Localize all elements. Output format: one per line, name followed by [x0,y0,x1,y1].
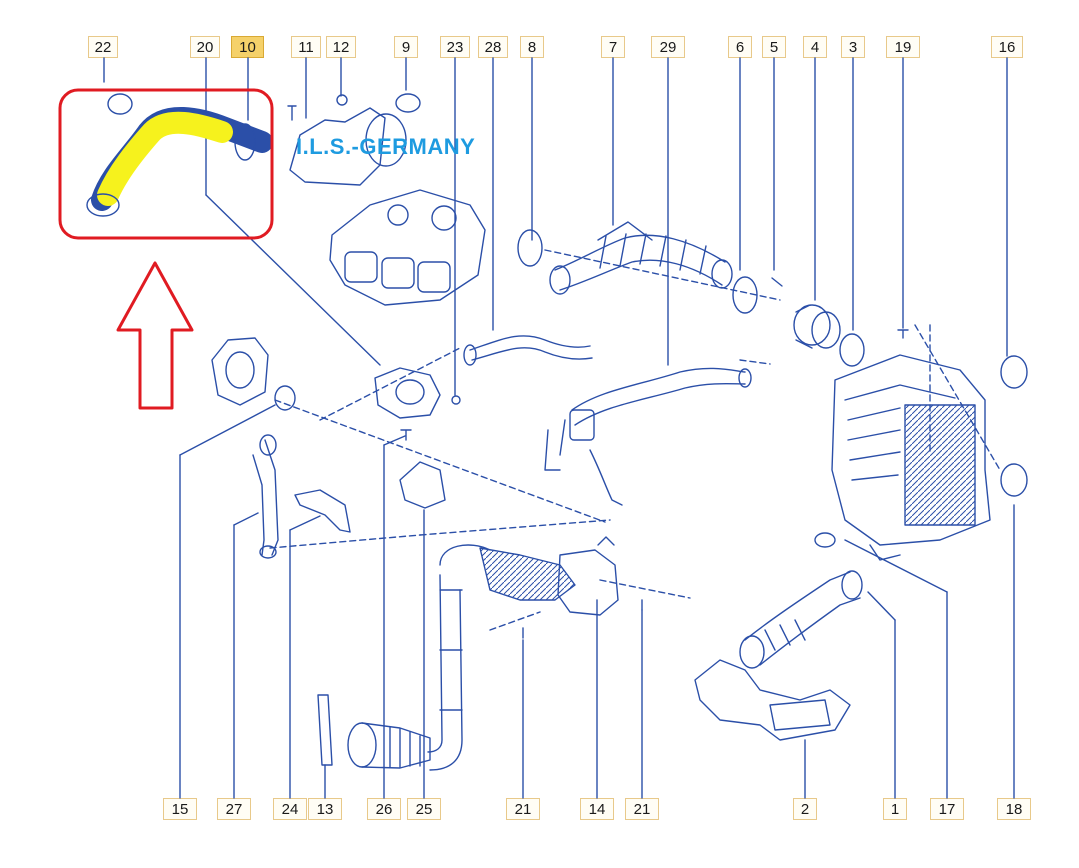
part-13-clamp[interactable] [317,694,333,766]
leader-lines [103,57,1015,799]
part-label-15[interactable]: 15 [163,798,197,820]
part-26-bolt[interactable] [400,429,412,441]
watermark-text: I.L.S.-GERMANY [296,134,476,159]
part-20-egr-valve[interactable] [374,367,441,419]
part-label-16[interactable]: 16 [991,36,1023,58]
part-18-plug[interactable] [1000,463,1028,497]
part-label-8[interactable]: 8 [520,36,544,58]
part-25-heat-shield[interactable] [399,461,446,509]
callout-arrow-icon [116,261,194,410]
part-29-egr-pipe[interactable] [544,367,752,506]
part-label-23[interactable]: 23 [440,36,470,58]
part-label-21-left[interactable]: 21 [506,798,540,820]
part-label-20[interactable]: 20 [190,36,220,58]
part-label-5[interactable]: 5 [762,36,786,58]
assembly-lines [269,249,1001,631]
part-label-10[interactable]: 10 [231,36,264,58]
part-27-pipe[interactable] [252,434,279,559]
part-16-plug[interactable] [1000,355,1028,389]
part-label-13[interactable]: 13 [308,798,342,820]
part-1-hose[interactable] [739,570,863,669]
highlight-callout-frame [58,88,274,240]
part-2-air-duct[interactable] [694,659,851,741]
part-19-screw[interactable] [897,329,909,339]
part-4-connector[interactable] [793,304,841,349]
part-label-17[interactable]: 17 [930,798,964,820]
part-15-seal[interactable] [274,385,296,411]
part-12-flange[interactable] [287,94,407,186]
part-9-gasket[interactable] [395,93,421,113]
part-label-28[interactable]: 28 [478,36,508,58]
part-7-intake-hose[interactable] [549,221,733,295]
part-28-pipe[interactable] [463,335,593,366]
part-8-clamp[interactable] [517,229,543,267]
part-label-21-right[interactable]: 21 [625,798,659,820]
part-label-27[interactable]: 27 [217,798,251,820]
part-label-24[interactable]: 24 [273,798,307,820]
turbo-small-unit[interactable] [211,337,269,406]
intercooler-pipe[interactable] [427,544,576,771]
engine-block[interactable] [831,354,991,561]
part-label-18[interactable]: 18 [997,798,1031,820]
part-5-screw[interactable] [771,277,783,287]
part-label-9[interactable]: 9 [394,36,418,58]
part-label-25[interactable]: 25 [407,798,441,820]
part-10-hose[interactable] [86,93,273,217]
turbo-manifold[interactable] [329,189,486,306]
part-23-bolt[interactable] [451,395,461,405]
part-17-plug[interactable] [814,532,836,548]
bellows-connector[interactable] [347,722,431,769]
part-6-clamp[interactable] [732,276,758,314]
part-24-bracket[interactable] [294,489,351,533]
part-14-egr-cooler[interactable] [557,536,619,616]
part-label-22[interactable]: 22 [88,36,118,58]
part-3-seal[interactable] [839,333,865,367]
